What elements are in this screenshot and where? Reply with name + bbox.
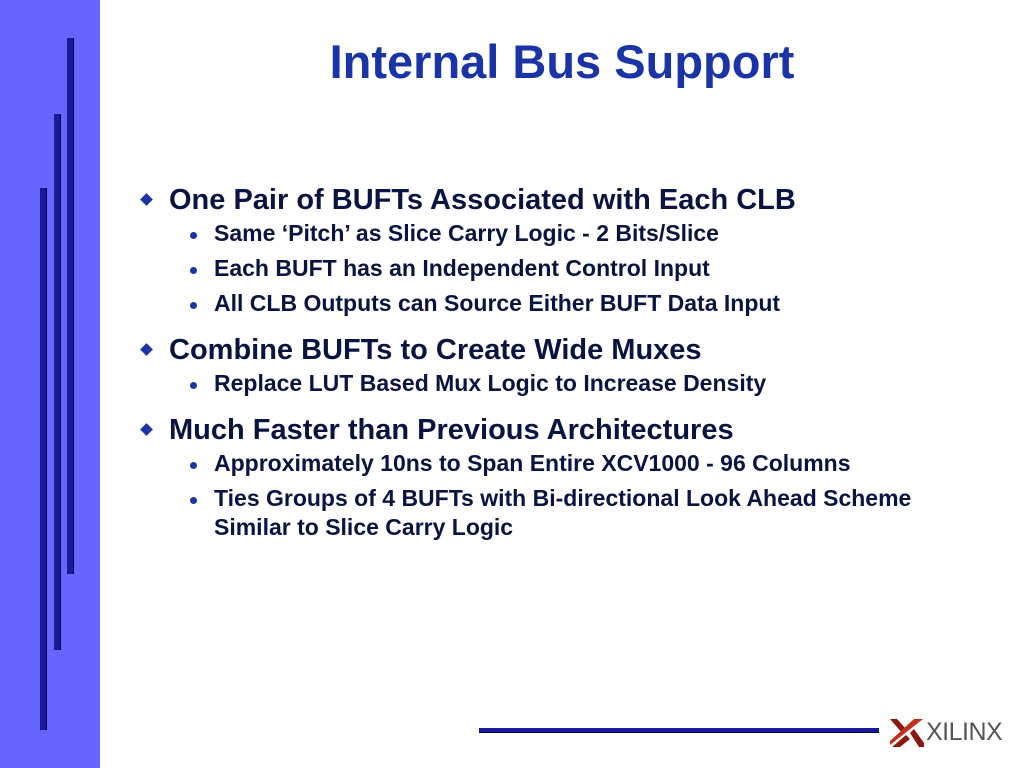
dot-bullet-icon bbox=[190, 462, 197, 469]
dot-bullet-icon bbox=[190, 382, 197, 389]
logo-text: XILINX bbox=[926, 717, 1003, 746]
sub-bullet-text: Same ‘Pitch’ as Slice Carry Logic - 2 Bi… bbox=[214, 220, 719, 246]
sub-bullet: All CLB Outputs can Source Either BUFT D… bbox=[140, 289, 974, 318]
bullet-1: One Pair of BUFTs Associated with Each C… bbox=[140, 182, 1000, 218]
sub-bullet-text: Replace LUT Based Mux Logic to Increase … bbox=[214, 370, 767, 396]
sidebar-stripe-2 bbox=[54, 114, 60, 650]
dot-bullet-icon bbox=[190, 267, 197, 274]
bullet-2: Combine BUFTs to Create Wide Muxes bbox=[140, 332, 1000, 368]
sidebar-stripe-1 bbox=[67, 38, 73, 574]
dot-bullet-icon bbox=[190, 232, 197, 239]
sub-bullet: Same ‘Pitch’ as Slice Carry Logic - 2 Bi… bbox=[140, 219, 974, 248]
footer-divider bbox=[479, 728, 879, 732]
slide-content: One Pair of BUFTs Associated with Each C… bbox=[140, 182, 1000, 542]
sub-bullet: Ties Groups of 4 BUFTs with Bi-direction… bbox=[140, 484, 974, 542]
bullet-text: Combine BUFTs to Create Wide Muxes bbox=[169, 334, 702, 366]
sub-bullet: Approximately 10ns to Span Entire XCV100… bbox=[140, 449, 974, 478]
xilinx-logo: XILINX bbox=[890, 714, 1003, 750]
sub-bullet-text: All CLB Outputs can Source Either BUFT D… bbox=[214, 290, 781, 316]
sub-bullet-text: Approximately 10ns to Span Entire XCV100… bbox=[214, 450, 851, 476]
decorative-sidebar bbox=[0, 0, 100, 768]
sub-bullet-text: Ties Groups of 4 BUFTs with Bi-direction… bbox=[214, 485, 912, 540]
sub-bullet: Replace LUT Based Mux Logic to Increase … bbox=[140, 369, 974, 398]
sub-bullet-text: Each BUFT has an Independent Control Inp… bbox=[214, 255, 710, 281]
sub-bullet: Each BUFT has an Independent Control Inp… bbox=[140, 254, 974, 283]
sidebar-stripe-3 bbox=[40, 188, 46, 730]
dot-bullet-icon bbox=[190, 497, 197, 504]
diamond-bullet-icon bbox=[140, 423, 153, 436]
diamond-bullet-icon bbox=[140, 193, 153, 206]
dot-bullet-icon bbox=[190, 302, 197, 309]
xilinx-x-icon bbox=[890, 719, 924, 747]
slide-title: Internal Bus Support bbox=[329, 35, 795, 88]
bullet-text: One Pair of BUFTs Associated with Each C… bbox=[169, 184, 796, 216]
bullet-text: Much Faster than Previous Architectures bbox=[169, 414, 734, 446]
bullet-3: Much Faster than Previous Architectures bbox=[140, 412, 1000, 448]
diamond-bullet-icon bbox=[140, 343, 153, 356]
